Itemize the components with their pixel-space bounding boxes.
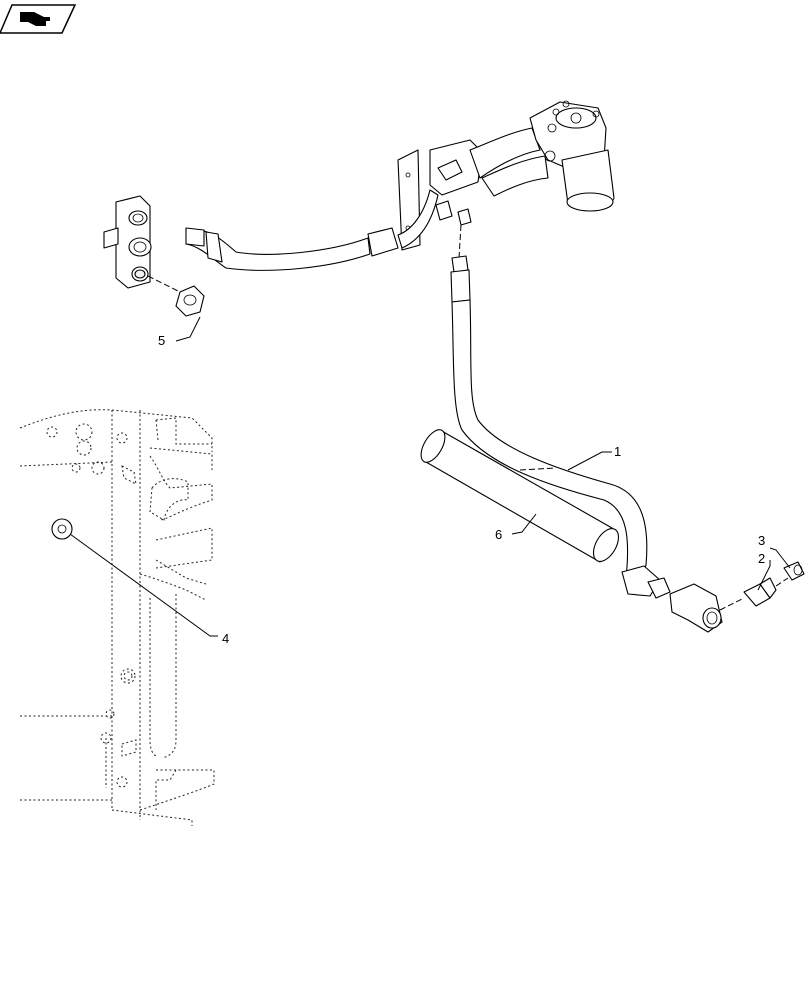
callout-5: 5 bbox=[158, 333, 165, 348]
sleeve-6 bbox=[420, 429, 620, 563]
main-hose-1 bbox=[450, 255, 671, 599]
valve-block bbox=[103, 195, 152, 289]
fitting-5 bbox=[147, 275, 205, 317]
callout-4: 4 bbox=[222, 631, 229, 646]
hand-pointer-icon[interactable] bbox=[0, 4, 77, 34]
upper-hose bbox=[185, 189, 439, 271]
callout-6: 6 bbox=[495, 527, 502, 542]
elbow-fitting bbox=[669, 583, 745, 633]
washer-4 bbox=[51, 518, 73, 540]
steering-unit-assembly bbox=[397, 100, 615, 251]
connector-2 bbox=[743, 577, 789, 607]
callout-2: 2 bbox=[758, 551, 765, 566]
callout-3: 3 bbox=[758, 533, 765, 548]
callout-1: 1 bbox=[614, 444, 621, 459]
leader-lines bbox=[69, 316, 791, 637]
frame-phantom bbox=[19, 409, 215, 826]
